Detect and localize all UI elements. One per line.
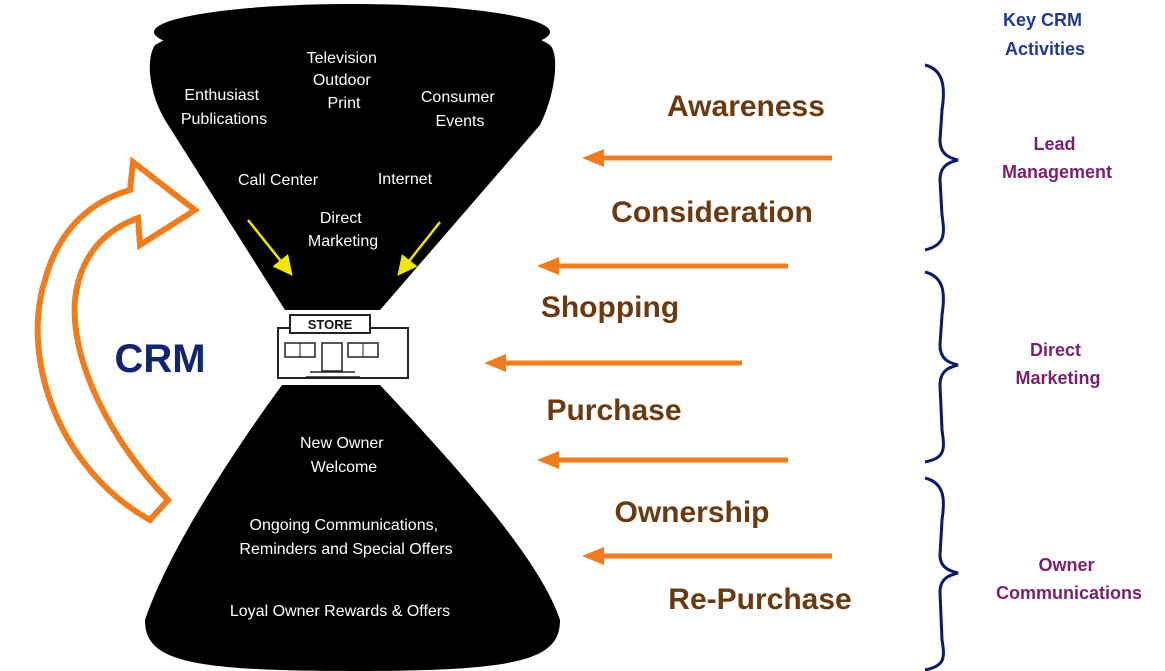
top-funnel	[149, 15, 556, 310]
funnel-item-direct-marketing: Direct Marketing	[308, 210, 378, 250]
bracket-owner-communications	[924, 476, 959, 671]
yellow-arrow-left	[247, 219, 293, 276]
bracket-direct-marketing	[924, 270, 959, 464]
stage-shopping: Shopping	[541, 291, 679, 324]
activity-lead-management: Lead Management	[1002, 134, 1112, 182]
bracket-lead-management	[924, 63, 959, 252]
stage-awareness: Awareness	[667, 90, 825, 123]
stage-consideration: Consideration	[611, 196, 813, 229]
orange-arrow-5	[582, 547, 832, 565]
bottom-funnel	[145, 385, 560, 671]
activity-owner-communications: Owner Communications	[996, 555, 1142, 603]
funnel-item-call-center: Call Center	[238, 172, 319, 189]
orange-arrow-3	[484, 354, 742, 372]
funnel-item-consumer-events: Consumer Events	[421, 89, 499, 130]
store-icon: STORE	[277, 314, 409, 379]
crm-label: CRM	[114, 337, 205, 381]
stage-ownership: Ownership	[614, 496, 769, 529]
funnel-item-loyal-owner-rewards: Loyal Owner Rewards & Offers	[230, 603, 450, 620]
orange-arrow-1	[582, 149, 832, 167]
orange-arrow-2	[537, 257, 788, 275]
key-crm-heading: Key CRM Activities	[1003, 10, 1087, 59]
activity-direct-marketing: Direct Marketing	[1015, 340, 1100, 388]
orange-arrow-4	[537, 451, 788, 469]
store-label: STORE	[308, 317, 353, 332]
stage-re-purchase: Re-Purchase	[668, 583, 851, 616]
funnel-item-television: Television Outdoor Print	[307, 50, 382, 112]
yellow-arrow-right	[397, 221, 441, 276]
funnel-item-new-owner-welcome: New Owner Welcome	[300, 435, 388, 476]
funnel-item-internet: Internet	[378, 171, 433, 188]
funnel-item-ongoing-communications: Ongoing Communications, Reminders and Sp…	[239, 517, 452, 558]
funnel-item-enthusiast-publications: Enthusiast Publications	[181, 87, 267, 128]
crm-cycle-arrow	[34, 156, 201, 524]
stage-purchase: Purchase	[546, 394, 681, 427]
